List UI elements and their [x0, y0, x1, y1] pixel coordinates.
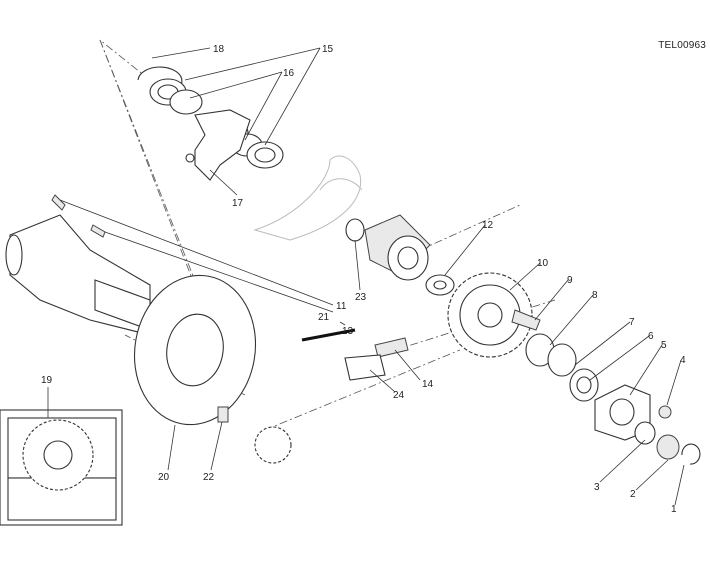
callout-22: 22 [203, 472, 215, 483]
callout-19: 19 [41, 375, 53, 386]
part-12-spacer [425, 274, 455, 296]
part-5-flange [594, 384, 651, 441]
callout-8: 8 [592, 290, 598, 301]
part-2-nut [656, 434, 680, 460]
callout-14: 14 [422, 379, 434, 390]
part-10-rear-sprocket [447, 272, 533, 358]
callout-13: 13 [342, 326, 354, 337]
inset-19-view [0, 409, 123, 526]
part-20-brake-disc [133, 274, 257, 426]
part-14-chain-link [374, 337, 409, 358]
screw-top [90, 224, 106, 238]
callout-23: 23 [355, 292, 367, 303]
callout-20: 20 [158, 472, 170, 483]
callout-17: 17 [232, 198, 244, 209]
part-3-washer [634, 421, 656, 445]
callout-3: 3 [594, 482, 600, 493]
callout-10: 10 [537, 258, 549, 269]
callout-2: 2 [630, 489, 636, 500]
grease-nipple [51, 194, 66, 211]
callout-4: 4 [680, 355, 686, 366]
drawing-code: TEL00963 [658, 40, 706, 51]
part-8-bushing [525, 333, 577, 377]
swingarm-ghost [253, 155, 363, 241]
callout-7: 7 [629, 317, 635, 328]
callout-16: 16 [283, 68, 295, 79]
part-4-nut [658, 405, 672, 419]
callout-6: 6 [648, 331, 654, 342]
callout-15: 15 [322, 44, 334, 55]
callout-18: 18 [213, 44, 225, 55]
callout-24: 24 [393, 390, 405, 401]
part-22-bolt [217, 406, 229, 423]
part-17-bracket [185, 109, 251, 181]
callout-12: 12 [482, 220, 494, 231]
callout-1: 1 [671, 504, 677, 515]
part-13-rod [301, 328, 356, 342]
callout-21: 21 [318, 312, 330, 323]
front-sprocket [254, 426, 292, 464]
part-1-circlip [681, 443, 701, 465]
part-24-link-plate [344, 354, 386, 381]
callout-5: 5 [661, 340, 667, 351]
wheel-shaft [5, 214, 151, 336]
leader-lines [47, 47, 685, 506]
part-23-eccentric-hub [345, 214, 431, 281]
part-7-washer [569, 368, 599, 402]
callout-11: 11 [336, 301, 347, 312]
part-9-bolt [511, 309, 541, 331]
callout-9: 9 [567, 275, 573, 286]
callout-labels: 18 15 16 17 12 10 9 8 7 6 5 4 3 2 1 11 2… [41, 44, 686, 515]
